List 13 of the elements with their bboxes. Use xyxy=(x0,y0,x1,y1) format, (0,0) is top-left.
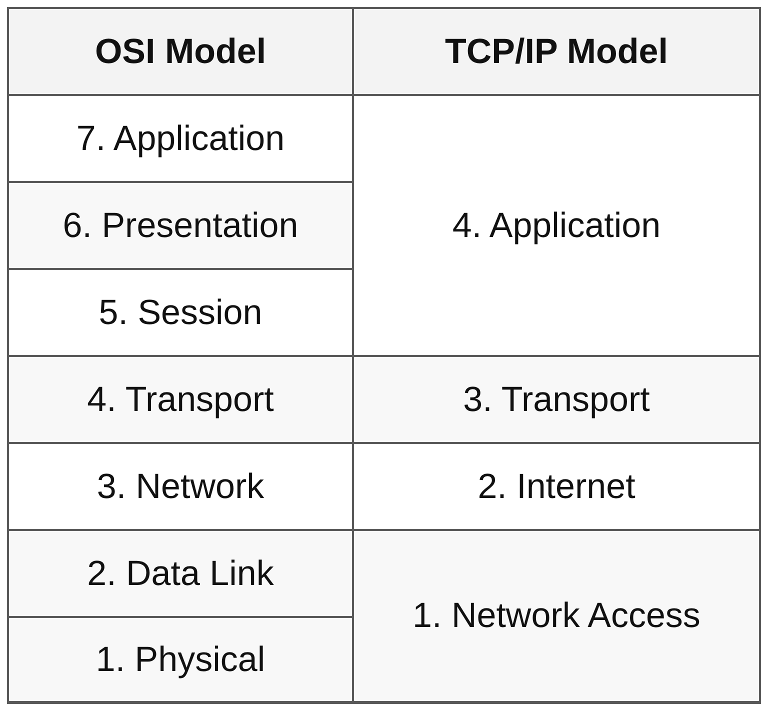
layer-name: 1. Physical xyxy=(9,618,352,701)
layer-name: 2. Data Link xyxy=(9,531,352,616)
layer-name: 2. Internet xyxy=(354,444,759,529)
layer-name: 5. Session xyxy=(9,270,352,355)
layer-name: 4. Application xyxy=(354,96,759,355)
layer-name: 6. Presentation xyxy=(9,183,352,268)
layer-name: 7. Application xyxy=(9,96,352,181)
column-header: TCP/IP Model xyxy=(354,9,759,94)
layer-name: 3. Network xyxy=(9,444,352,529)
layer-name: 1. Network Access xyxy=(354,531,759,701)
column-header: OSI Model xyxy=(9,9,352,94)
layer-name: 3. Transport xyxy=(354,357,759,442)
layer-name: 4. Transport xyxy=(9,357,352,442)
